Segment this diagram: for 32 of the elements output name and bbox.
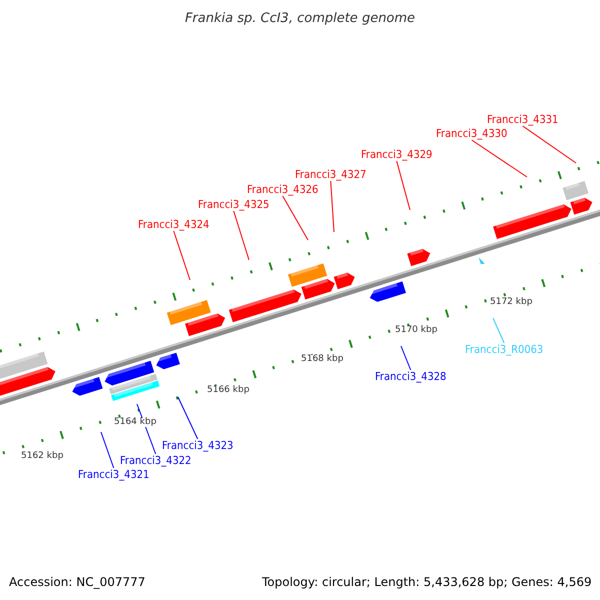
leader-line xyxy=(173,230,190,280)
scale-label: 5168 kbp xyxy=(301,355,344,364)
title: Frankia sp. CcI3, complete genome xyxy=(184,12,416,25)
leader-line xyxy=(100,432,114,468)
gene-label: Francci3_4331 xyxy=(487,114,558,125)
gene-label: Francci3_4321 xyxy=(78,469,150,480)
gene-label: Francci3_4328 xyxy=(375,371,446,382)
leader-line xyxy=(492,318,505,344)
accession-text: Accession: NC_007777 xyxy=(9,576,146,588)
scale-label: 5172 kbp xyxy=(490,298,532,307)
topology-text: Topology: circular; Length: 5,433,628 bp; Genes: 4,569 xyxy=(262,576,592,588)
leader-line xyxy=(522,126,576,164)
scale-label: 5164 kbp xyxy=(114,418,156,427)
gene-label: Francci3_4324 xyxy=(138,219,210,230)
leader-line xyxy=(396,160,410,210)
leader-line xyxy=(400,346,412,370)
scale-label: 5162 kbp xyxy=(21,452,64,461)
leader-line xyxy=(233,210,250,260)
scale-label: 5170 kbp xyxy=(395,326,438,335)
gene-label: Francci3_4326 xyxy=(247,184,318,195)
gene-label: Francci3_R0063 xyxy=(465,344,544,355)
gene-label: Francci3_4322 xyxy=(120,455,192,466)
gene-label: Francci3_4327 xyxy=(295,169,366,180)
leader-line xyxy=(330,180,334,232)
leader-line xyxy=(471,140,528,178)
scale-label: 5166 kbp xyxy=(207,386,250,395)
gene-label: Francci3_4329 xyxy=(361,149,432,160)
gene-label: Francci3_4323 xyxy=(162,440,234,451)
leader-line xyxy=(282,196,308,240)
gene-label: Francci3_4330 xyxy=(436,128,508,139)
gene-label: Francci3_4325 xyxy=(198,199,270,210)
leader-line xyxy=(178,396,198,440)
